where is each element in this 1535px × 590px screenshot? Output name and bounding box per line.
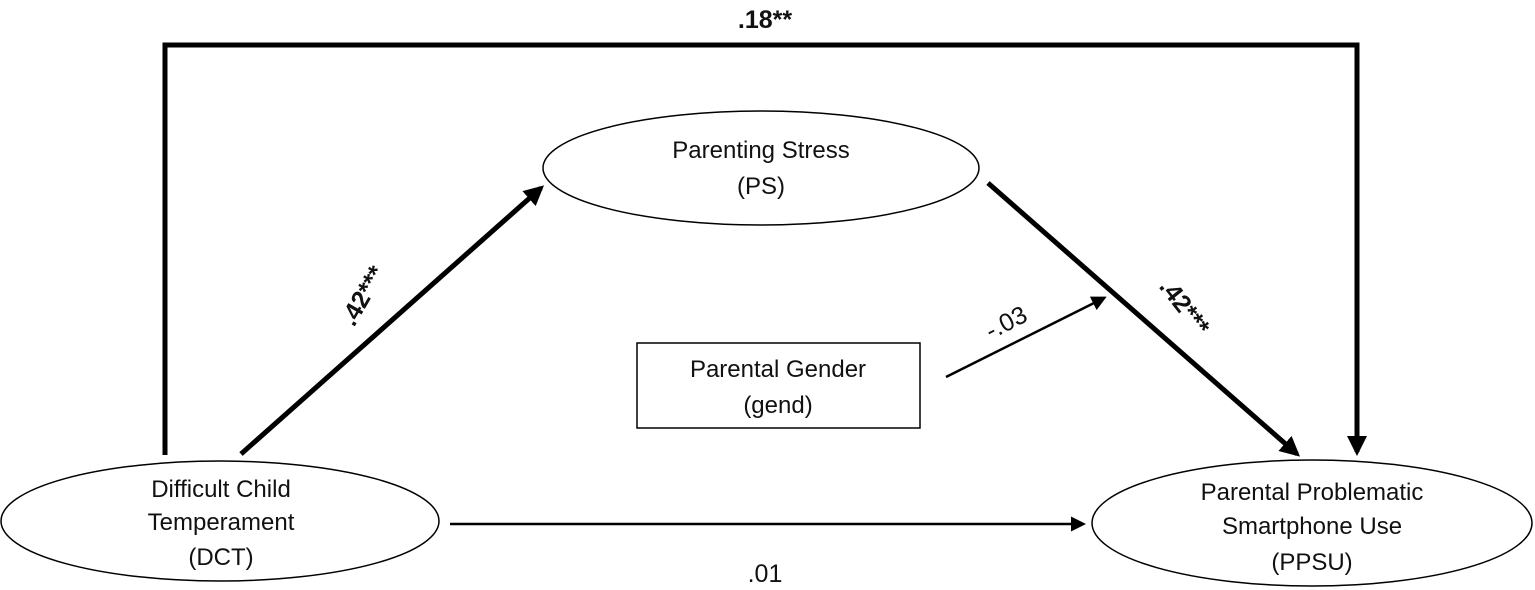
node-parental-gender-abbr: (gend) — [743, 392, 812, 419]
coef-dct-ppsu-direct: .01 — [748, 560, 783, 588]
node-dct-label-line2: Temperament — [148, 509, 295, 536]
path-dct-ppsu-total-line — [162, 42, 1367, 456]
node-parental-problematic-smartphone-use-shape — [1091, 459, 1533, 587]
path-dct-ps-line — [239, 185, 544, 456]
coef-dct-ps: .42*** — [335, 261, 391, 331]
node-parental-gender: Parental Gender (gend) — [636, 342, 921, 429]
node-ppsu-abbr: (PPSU) — [1271, 549, 1352, 576]
path-ps-ppsu-line — [986, 181, 1301, 457]
node-difficult-child-temperament: Difficult Child Temperament (DCT) — [0, 460, 440, 582]
node-dct-abbr: (DCT) — [188, 544, 253, 571]
node-ppsu-label-line1: Parental Problematic — [1201, 479, 1424, 506]
node-parental-gender-shape — [636, 342, 921, 429]
node-parental-problematic-smartphone-use: Parental Problematic Smartphone Use (PPS… — [1091, 459, 1533, 587]
node-difficult-child-temperament-shape — [0, 460, 440, 582]
node-parenting-stress-abbr: (PS) — [737, 173, 785, 200]
coef-ps-ppsu: .42*** — [1154, 273, 1216, 341]
node-parenting-stress: Parenting Stress (PS) — [542, 110, 980, 226]
node-ppsu-label-line2: Smartphone Use — [1222, 513, 1402, 540]
coef-dct-ppsu-total: .18** — [738, 6, 792, 34]
node-dct-label-line1: Difficult Child — [151, 476, 291, 503]
node-parenting-stress-shape — [542, 110, 980, 226]
path-gend-moderation-line — [945, 296, 1107, 379]
node-parenting-stress-label: Parenting Stress — [672, 137, 849, 164]
node-parental-gender-label: Parental Gender — [690, 356, 866, 383]
